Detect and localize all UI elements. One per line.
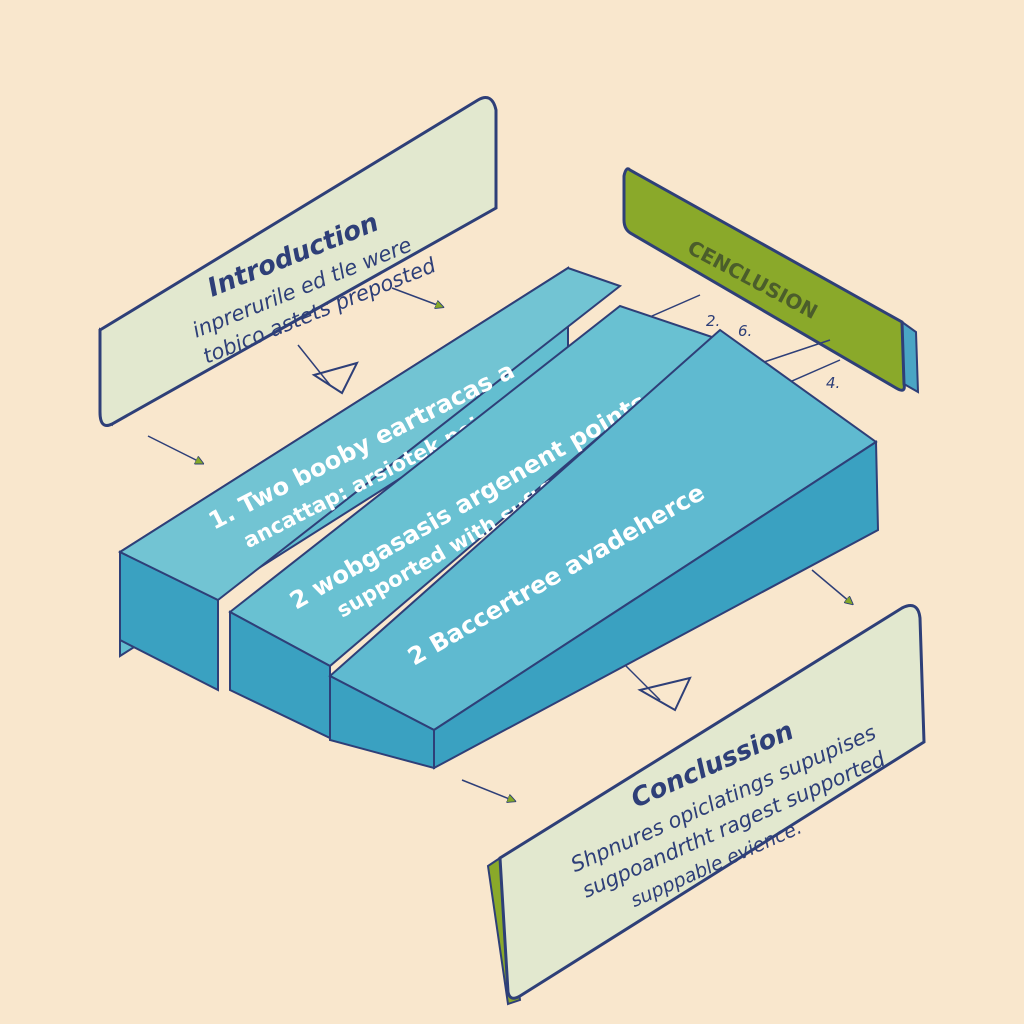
body-slab-1-face (117, 266, 623, 602)
conclusion-bottom-card-face (498, 604, 926, 1000)
flow-arrows (147, 287, 850, 800)
marker-b: 6. (738, 322, 752, 340)
introduction-card-face (98, 96, 498, 427)
conclusion-top-card-face (622, 167, 906, 392)
arrow-slab-to-conclusion (811, 569, 850, 602)
connector-line-4 (297, 344, 331, 386)
connector-line-5 (624, 664, 661, 701)
arrow-intro-left (147, 435, 200, 462)
body-slab-3: 2 Baccertree avadeherce (328, 328, 880, 770)
marker-a: 2. (706, 312, 720, 330)
body-slab-3-side (433, 440, 880, 770)
marker-c: 4. (826, 374, 840, 392)
triangle-marker-1 (311, 361, 359, 395)
triangle-marker-2 (637, 676, 692, 712)
arrow-slab-bottom (461, 779, 512, 800)
arrow-intro-to-slab (391, 287, 440, 306)
